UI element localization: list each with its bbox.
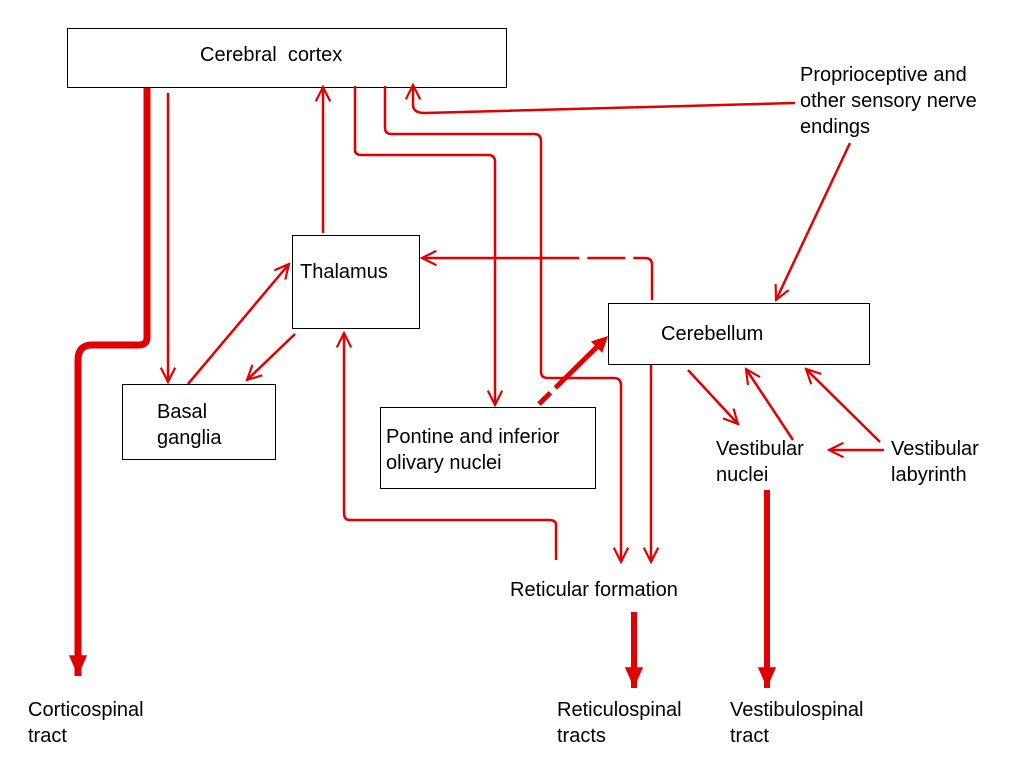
corticospinal-line-1: Corticospinal: [28, 699, 144, 721]
reticulospinal-line-1: Reticulospinal: [557, 699, 682, 721]
cerebral-cortex-label: Cerebral cortex: [200, 44, 343, 66]
pontine-label: Pontine and inferior olivary nuclei: [386, 424, 559, 476]
basal-line-2: ganglia: [157, 427, 222, 449]
basal-ganglia-label: Basal ganglia: [157, 399, 222, 451]
pontine-olivary-box: [380, 407, 596, 489]
cerebral-cortex-box: [67, 28, 507, 88]
cerebellum-to-thalamus-arrow: [422, 258, 654, 300]
thalamus-to-basal-arrow: [247, 333, 296, 380]
proprio-line-2: other sensory nerve: [800, 90, 977, 112]
proprio-line-3: endings: [800, 116, 871, 138]
corticospinal-arrow: [68, 88, 151, 676]
cortex-to-reticular-arrow-1: [383, 86, 621, 562]
pontine-line-1: Pontine and inferior: [386, 426, 560, 448]
vestibulospinal-label: Vestibulospinal tract: [730, 697, 863, 749]
thalamus-box: [292, 235, 420, 329]
vestibulospinal-line-1: Vestibulospinal: [730, 699, 864, 721]
vestnuclei-to-cerebellum-arrow: [746, 369, 795, 441]
vestibular-labyrinth-label: Vestibular labyrinth: [891, 436, 979, 488]
basal-ganglia-box: [122, 384, 276, 460]
pontine-to-cerebellum-arrow: [537, 334, 610, 406]
reticular-to-thalamus-arrow: [344, 333, 558, 560]
cerebellum-box: [608, 303, 870, 365]
basal-to-thalamus-arrow: [187, 264, 289, 385]
basal-line-1: Basal: [157, 401, 208, 423]
proprio-line-1: Proprioceptive and: [800, 64, 967, 86]
reticular-formation-label: Reticular formation: [510, 579, 678, 601]
proprio-to-cerebellum-arrow: [776, 142, 852, 300]
proprio-to-cortex-arrow: [413, 85, 796, 115]
pontine-line-2: olivary nuclei: [386, 452, 502, 474]
reticulospinal-line-2: tracts: [557, 725, 606, 747]
vestibulospinal-line-2: tract: [730, 725, 769, 747]
cerebellum-to-vestnuclei-arrow: [687, 369, 738, 424]
vest-lab-line-1: Vestibular: [891, 438, 979, 460]
cerebellum-label: Cerebellum: [661, 323, 764, 345]
vestlab-to-cerebellum-arrow: [806, 369, 881, 443]
vest-nuclei-line-2: nuclei: [716, 464, 769, 486]
vestibular-nuclei-label: Vestibular nuclei: [716, 436, 804, 488]
reticulospinal-label: Reticulospinal tracts: [557, 697, 682, 749]
thalamus-label: Thalamus: [300, 261, 388, 283]
corticospinal-line-2: tract: [28, 725, 67, 747]
proprioceptive-label: Proprioceptive and other sensory nerve e…: [800, 62, 977, 140]
corticospinal-label: Corticospinal tract: [28, 697, 144, 749]
vest-lab-line-2: labyrinth: [891, 464, 967, 486]
cortex-to-pontine-arrow: [353, 86, 495, 405]
vest-nuclei-line-1: Vestibular: [716, 438, 804, 460]
